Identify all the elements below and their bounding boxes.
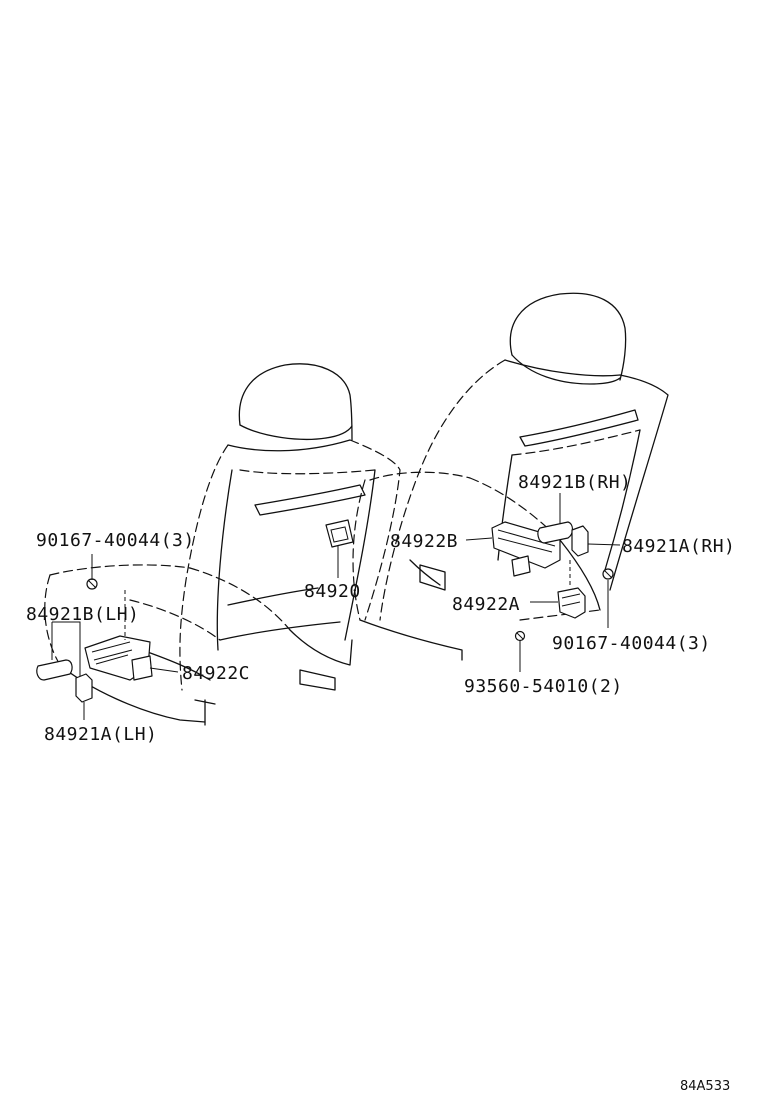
figure-id: 84A533 xyxy=(680,1079,730,1094)
part-84921b-lh-shape xyxy=(36,659,73,681)
right-seat-parts xyxy=(491,521,614,642)
callout-84922a: 84922A xyxy=(452,594,520,615)
callout-90167-40044-lh: 90167-40044(3) xyxy=(36,530,195,551)
right-seat-illustration xyxy=(352,292,669,661)
callout-84921a-lh: 84921A(LH) xyxy=(44,724,157,745)
callout-84921b-lh: 84921B(LH) xyxy=(26,604,139,625)
left-seat-illustration xyxy=(44,363,401,726)
callout-84920: 84920 xyxy=(304,581,361,602)
callout-84922b: 84922B xyxy=(390,531,458,552)
part-84921b-rh-shape xyxy=(537,521,574,544)
callout-84921b-rh: 84921B(RH) xyxy=(518,472,631,493)
callout-84921a-rh: 84921A(RH) xyxy=(622,536,735,557)
callout-93560-54010: 93560-54010(2) xyxy=(464,676,623,697)
part-84920-shape xyxy=(325,519,354,548)
left-seat-parts xyxy=(36,519,354,703)
callout-90167-40044-rh: 90167-40044(3) xyxy=(552,633,711,654)
right-leader-lines xyxy=(465,493,621,672)
left-leader-lines xyxy=(51,546,339,720)
part-84922a-shape xyxy=(557,587,586,619)
part-84921a-lh-shape xyxy=(75,673,93,703)
callout-84922c: 84922C xyxy=(182,663,250,684)
part-84921a-rh-shape xyxy=(571,525,589,557)
